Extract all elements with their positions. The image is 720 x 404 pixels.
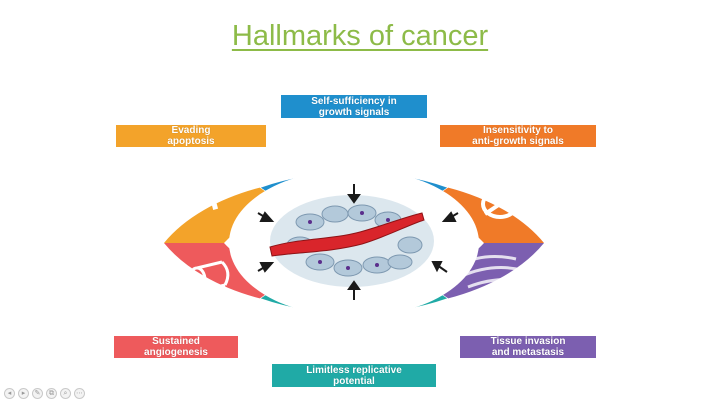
label-growth-signals: Self-sufficiency in growth signals (281, 95, 427, 118)
infinity-icon (311, 305, 397, 333)
label-replicative: Limitless replicative potential (272, 364, 436, 387)
label-growth-signals-line1: Self-sufficiency in (311, 95, 397, 107)
label-apoptosis-line2: apoptosis (167, 136, 215, 147)
cross-icon (201, 177, 223, 210)
slides-overview-button[interactable]: ⧉ (46, 388, 57, 399)
label-angiogenesis: Sustained angiogenesis (114, 336, 238, 358)
pen-tool-button[interactable]: ✎ (32, 388, 43, 399)
label-anti-growth-line1: Insensitivity to (482, 125, 553, 136)
label-apoptosis-line1: Evading (171, 125, 211, 136)
label-invasion: Tissue invasion and metastasis (460, 336, 596, 358)
label-invasion-line2: and metastasis (491, 347, 565, 358)
label-apoptosis: Evading apoptosis (116, 125, 266, 147)
label-replicative-line2: potential (333, 375, 375, 387)
label-anti-growth: Insensitivity to anti-growth signals (440, 125, 596, 147)
label-angiogenesis-line2: angiogenesis (144, 347, 208, 358)
next-slide-button[interactable]: ▸ (18, 388, 29, 399)
inhibit-icon (481, 189, 519, 219)
previous-slide-button[interactable]: ◂ (4, 388, 15, 399)
arrow-icon (336, 152, 392, 180)
tumor-cells-icon (269, 195, 434, 287)
label-angiogenesis-line1: Sustained (152, 336, 200, 347)
label-replicative-line1: Limitless replicative (306, 364, 402, 376)
invasion-icon (457, 255, 527, 300)
label-invasion-line1: Tissue invasion (490, 336, 566, 347)
label-growth-signals-line2: growth signals (318, 106, 390, 118)
inward-arrows (257, 184, 459, 300)
zoom-button[interactable]: ⌕ (60, 388, 71, 399)
vessel-icon (187, 260, 230, 294)
slide-toolbar: ◂ ▸ ✎ ⧉ ⌕ ⋯ (4, 388, 85, 399)
label-anti-growth-line2: anti-growth signals (472, 136, 564, 147)
page-title: Hallmarks of cancer (231, 20, 489, 52)
more-options-button[interactable]: ⋯ (74, 388, 85, 399)
